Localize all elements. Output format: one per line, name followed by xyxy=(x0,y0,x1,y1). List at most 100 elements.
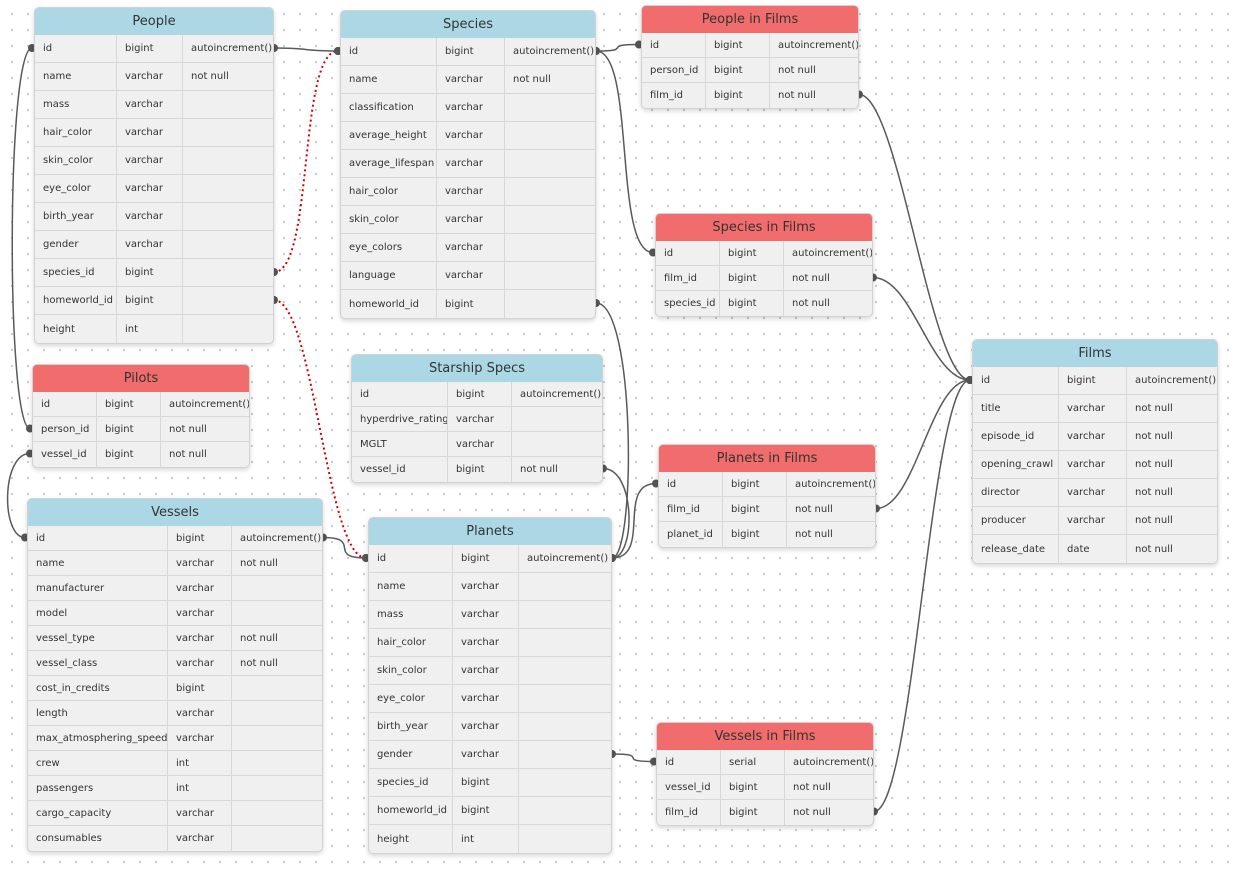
relationship-line[interactable] xyxy=(273,50,339,273)
relationship-line[interactable] xyxy=(611,753,655,763)
relationship-line[interactable] xyxy=(858,93,971,381)
table-title[interactable]: Pilots xyxy=(33,365,249,392)
relationship-line[interactable] xyxy=(875,379,971,510)
table-title[interactable]: Planets xyxy=(369,518,611,545)
relationship-line[interactable] xyxy=(11,47,33,430)
table-title[interactable]: Vessels in Films xyxy=(657,723,873,750)
relationship-line[interactable] xyxy=(322,536,367,559)
table-title[interactable]: People xyxy=(35,8,273,35)
table-title[interactable]: Films xyxy=(973,340,1217,367)
relationship-line[interactable] xyxy=(873,379,971,813)
table-title[interactable]: People in Films xyxy=(642,6,858,33)
table-title[interactable]: Species in Films xyxy=(656,214,872,241)
relationship-line[interactable] xyxy=(273,47,339,52)
table-title[interactable]: Planets in Films xyxy=(659,445,875,472)
table-title[interactable]: Vessels xyxy=(28,499,322,526)
table-title[interactable]: Species xyxy=(341,11,595,38)
relationship-line[interactable] xyxy=(872,276,971,381)
table-title[interactable]: Starship Specs xyxy=(352,355,602,382)
relationship-line[interactable] xyxy=(595,43,640,52)
